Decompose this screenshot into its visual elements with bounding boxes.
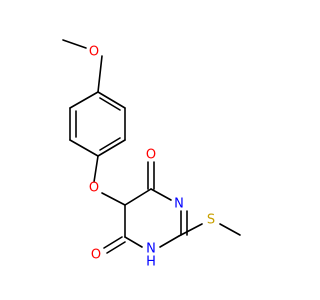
atom-s-thioether: S <box>207 213 215 228</box>
atom-o-methoxy: O <box>89 45 99 60</box>
atom-labels: O O O O N S H N <box>89 45 215 270</box>
bond-s-methyl <box>219 223 241 236</box>
atom-nh-n: N <box>146 242 156 257</box>
bond-n1-c6 <box>124 236 143 248</box>
bond-benzene-6 <box>69 91 99 109</box>
bond-benzene-3 <box>97 139 126 157</box>
bonds <box>62 39 241 254</box>
atom-o-carbonyl-bottom: O <box>91 248 101 263</box>
atom-n-ring: N <box>174 197 184 212</box>
molecule-structure: O O O O N S H N <box>62 39 241 270</box>
bond-methyl-o <box>62 39 87 49</box>
atom-nh-ring: H N <box>146 242 156 270</box>
bond-c4-n3 <box>150 188 172 201</box>
atom-o-ether: O <box>89 181 99 196</box>
bond-c2-s <box>178 223 203 237</box>
bond-benzene-4 <box>69 139 99 157</box>
bond-o-ether-c5 <box>101 192 126 206</box>
bond-ring-o-ether <box>93 155 99 183</box>
atom-o-carbonyl-top: O <box>146 148 156 163</box>
bond-benzene-1-inner <box>99 97 121 111</box>
bond-c2-n1 <box>159 235 180 248</box>
bond-c6-o-bottom-2 <box>106 241 126 254</box>
bond-c5-c4 <box>124 188 152 206</box>
bond-benzene-3-inner <box>99 137 121 151</box>
bond-benzene-1 <box>97 91 126 109</box>
bond-c6-o-bottom-1 <box>103 236 123 249</box>
bond-o-ring <box>97 55 103 93</box>
atom-nh-h: H <box>146 255 156 270</box>
